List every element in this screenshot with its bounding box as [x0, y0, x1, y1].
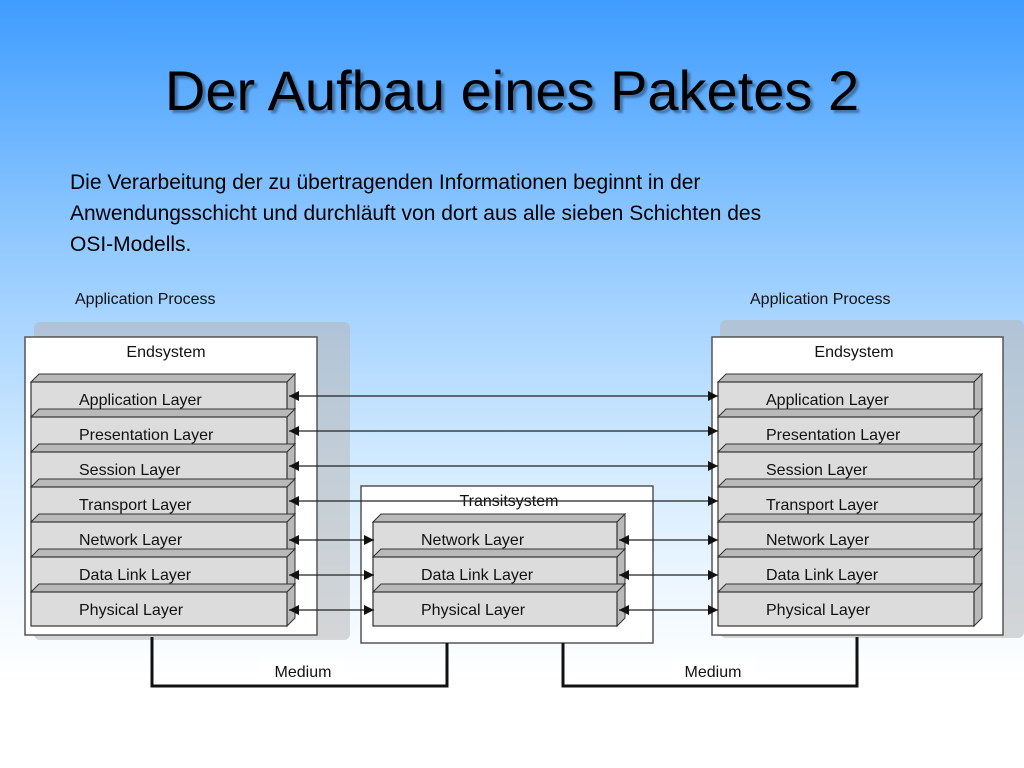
right-process-label: Application Process: [750, 291, 891, 308]
left-layer-network-layer-label: Network Layer: [79, 532, 183, 549]
right-layer-presentation-layer-top: [716, 408, 984, 418]
arrow-presentation-layer-head-left: [289, 426, 299, 436]
peer-connection-arrows: [289, 391, 718, 615]
slide-title: Der Aufbau eines Paketes 2: [164, 59, 860, 122]
left-layer-presentation-layer-label: Presentation Layer: [79, 427, 214, 444]
right-layer-network-layer-top: [716, 513, 984, 523]
arrow-transport-layer-head-left: [289, 496, 299, 506]
arrow-transit-right-physical-layer-head-right: [708, 605, 718, 615]
arrow-transport-layer-head-right: [708, 496, 718, 506]
transit-layer-data-link-layer-top: [371, 548, 627, 558]
transit-layer-physical-layer-top: [371, 583, 627, 593]
transit-layer-physical-layer-box: [372, 591, 618, 627]
arrow-transit-right-physical-layer-head-left: [619, 605, 629, 615]
right-endsystem-label: Endsystem: [814, 344, 893, 361]
left-layer-data-link-layer-label: Data Link Layer: [79, 567, 192, 584]
arrow-left-transit-physical-layer-head-right: [364, 605, 374, 615]
left-layer-transport-layer-top: [29, 478, 297, 488]
arrow-transit-right-network-layer-head-right: [708, 535, 718, 545]
right-layer-physical-layer-label: Physical Layer: [766, 602, 871, 619]
arrow-left-transit-data-link-layer-head-right: [364, 570, 374, 580]
left-layer-network-layer-top: [29, 513, 297, 523]
left-layer-physical-layer-side: [286, 582, 296, 628]
left-endsystem-label: Endsystem: [126, 344, 205, 361]
arrow-left-transit-data-link-layer-head-left: [289, 570, 299, 580]
left-layer-session-layer-top: [29, 443, 297, 453]
right-layer-session-layer-top: [716, 443, 984, 453]
left-layer-data-link-layer-top: [29, 548, 297, 558]
right-layer-transport-layer-label: Transport Layer: [766, 497, 879, 514]
right-layer-session-layer-label: Session Layer: [766, 462, 868, 479]
arrow-left-transit-physical-layer-head-left: [289, 605, 299, 615]
left-layer-physical-layer-label: Physical Layer: [79, 602, 184, 619]
left-process-label: Application Process: [75, 291, 216, 308]
transit-layer-network-layer-top: [371, 513, 627, 523]
intro-line-2: Anwendungsschicht und durchläuft von dor…: [70, 202, 762, 225]
right-layer-physical-layer-side: [973, 582, 983, 628]
left-layer-presentation-layer-top: [29, 408, 297, 418]
intro-line-3: OSI-Modells.: [70, 233, 192, 256]
medium-right-label-bg: [672, 660, 754, 682]
left-layer-application-layer-label: Application Layer: [79, 392, 202, 409]
arrow-presentation-layer-head-right: [708, 426, 718, 436]
arrow-session-layer-head-left: [289, 461, 299, 471]
transit-layer-physical-layer-label: Physical Layer: [421, 602, 526, 619]
right-layer-transport-layer-top: [716, 478, 984, 488]
left-layer-physical-layer-box: [30, 591, 288, 627]
left-layer-session-layer-label: Session Layer: [79, 462, 181, 479]
right-layer-data-link-layer-label: Data Link Layer: [766, 567, 879, 584]
arrow-left-transit-network-layer-head-right: [364, 535, 374, 545]
arrow-transit-right-data-link-layer-head-left: [619, 570, 629, 580]
arrow-left-transit-network-layer-head-left: [289, 535, 299, 545]
intro-line-1: Die Verarbeitung der zu übertragenden In…: [70, 171, 701, 194]
medium-right-label: Medium: [685, 664, 742, 681]
medium-left-wire: [150, 637, 449, 688]
arrow-session-layer-head-right: [708, 461, 718, 471]
arrow-transit-right-data-link-layer-head-right: [708, 570, 718, 580]
medium-right-wire: [561, 637, 859, 688]
right-layer-physical-layer-box: [717, 591, 975, 627]
arrow-application-layer-head-left: [289, 391, 299, 401]
right-layer-application-layer-label: Application Layer: [766, 392, 889, 409]
right-layer-network-layer-label: Network Layer: [766, 532, 870, 549]
left-layer-transport-layer-label: Transport Layer: [79, 497, 192, 514]
left-layer-physical-layer-top: [29, 583, 297, 593]
transit-layer-data-link-layer-label: Data Link Layer: [421, 567, 534, 584]
intro-paragraph: Die Verarbeitung der zu übertragenden In…: [70, 167, 950, 260]
arrow-transit-right-network-layer-head-left: [619, 535, 629, 545]
right-layer-data-link-layer-top: [716, 548, 984, 558]
left-layer-application-layer-top: [29, 373, 297, 383]
transit-layer-physical-layer-side: [616, 582, 626, 628]
right-layer-application-layer-top: [716, 373, 984, 383]
arrow-application-layer-head-right: [708, 391, 718, 401]
right-layer-physical-layer-top: [716, 583, 984, 593]
medium-left-label-bg: [262, 660, 344, 682]
right-layer-presentation-layer-label: Presentation Layer: [766, 427, 901, 444]
transit-layer-network-layer-label: Network Layer: [421, 532, 525, 549]
medium-left-label: Medium: [275, 664, 332, 681]
